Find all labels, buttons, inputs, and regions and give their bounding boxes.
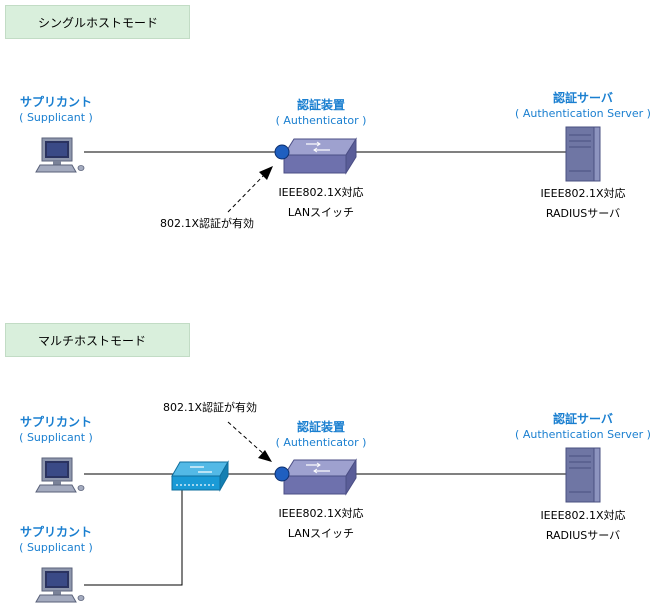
multi-authenticator-sub: ( Authenticator ) [275,436,367,449]
multi-supplicant1-label: サプリカント ( Supplicant ) [6,414,106,446]
multi-server-name: 認証サーバ [553,412,613,426]
multi-annotation-label: 802.1X認証が有効 [163,401,258,414]
single-server-desc2: RADIUSサーバ [545,207,621,220]
multi-host-mode-title: マルチホストモード [5,323,190,357]
single-supplicant-pc-icon [35,137,85,173]
single-annotation-arrow [227,170,269,213]
single-server-sub: ( Authentication Server ) [515,107,651,120]
multi-authenticator-label: 認証装置 ( Authenticator ) [266,419,376,451]
multi-arrow-head [258,450,272,462]
single-server-label: 認証サーバ ( Authentication Server ) [510,90,656,122]
multi-host-mode-label: マルチホストモード [38,333,147,348]
single-supplicant-name: サプリカント [19,95,92,109]
multi-authenticator-desc2: LANスイッチ [287,527,355,540]
multi-supplicant2-name: サプリカント [19,525,92,539]
single-radius-server-icon [565,126,601,182]
single-arrow-head [259,166,273,180]
single-authenticator-label: 認証装置 ( Authenticator ) [266,97,376,129]
single-supplicant-sub: ( Supplicant ) [19,111,93,124]
multi-server-desc2: RADIUSサーバ [545,529,621,542]
single-authenticator-desc: IEEE802.1X対応 LANスイッチ [271,183,371,223]
single-server-desc1: IEEE802.1X対応 [540,187,626,200]
multi-supplicant1-pc-icon [35,457,85,493]
multi-supplicant2-pc-icon [35,567,85,603]
multi-supplicant1-sub: ( Supplicant ) [19,431,93,444]
single-authenticator-switch-icon [283,138,357,174]
single-host-mode-label: シングルホストモード [38,15,159,30]
multi-port-icon [274,466,290,482]
multi-supplicant2-sub: ( Supplicant ) [19,541,93,554]
single-port-icon [274,144,290,160]
multi-supplicant1-name: サプリカント [19,415,92,429]
hub-switch-icon [171,460,229,492]
single-server-name: 認証サーバ [553,91,613,105]
multi-authenticator-desc1: IEEE802.1X対応 [278,507,364,520]
multi-server-desc: IEEE802.1X対応 RADIUSサーバ [533,506,633,546]
multi-authenticator-switch-icon [283,459,357,495]
multi-server-label: 認証サーバ ( Authentication Server ) [510,411,656,443]
multi-annotation-arrow [227,421,267,457]
multi-authenticator-desc: IEEE802.1X対応 LANスイッチ [271,504,371,544]
multi-radius-server-icon [565,447,601,503]
single-authenticator-desc2: LANスイッチ [287,206,355,219]
single-annotation-label: 802.1X認証が有効 [160,217,255,230]
single-supplicant-label: サプリカント ( Supplicant ) [6,94,106,126]
multi-server-desc1: IEEE802.1X対応 [540,509,626,522]
single-authenticator-desc1: IEEE802.1X対応 [278,186,364,199]
single-authenticator-name: 認証装置 [296,98,345,112]
multi-link-pc2-hub [84,490,183,586]
multi-authenticator-name: 認証装置 [296,420,345,434]
multi-supplicant2-label: サプリカント ( Supplicant ) [6,524,106,556]
single-host-mode-title: シングルホストモード [5,5,190,39]
single-authenticator-sub: ( Authenticator ) [275,114,367,127]
single-server-desc: IEEE802.1X対応 RADIUSサーバ [533,184,633,224]
multi-server-sub: ( Authentication Server ) [515,428,651,441]
